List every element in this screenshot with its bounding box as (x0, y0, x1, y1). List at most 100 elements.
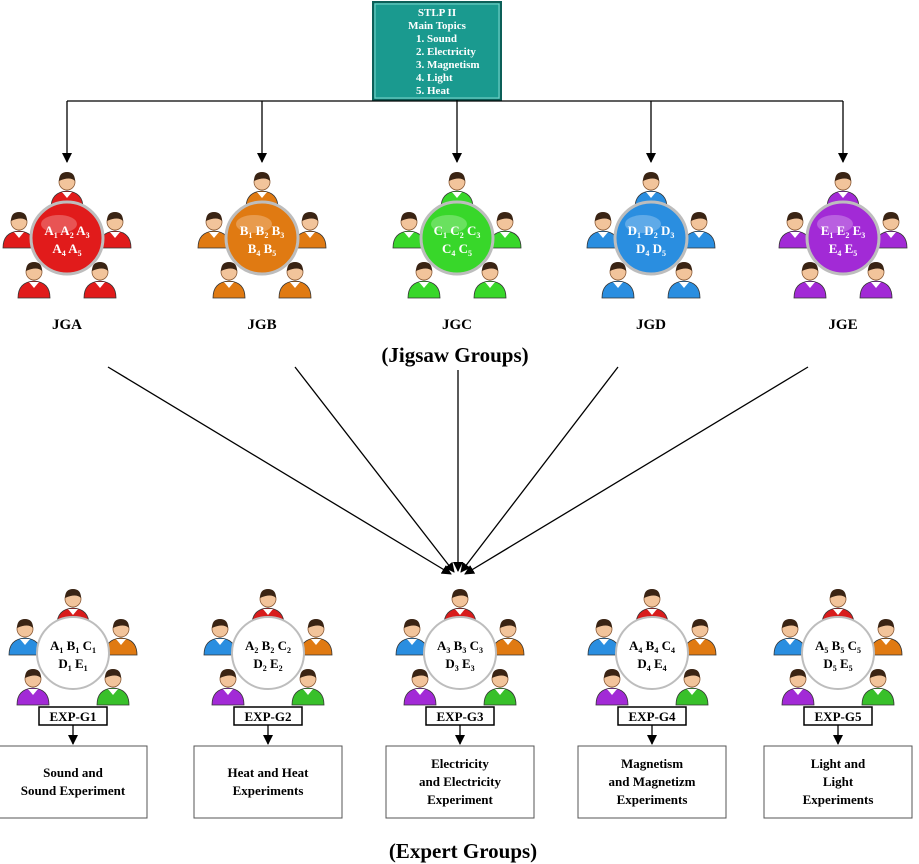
student-figure (491, 619, 525, 656)
student-figure (859, 262, 893, 299)
expert-members-row1: A5 B5 C5 (815, 638, 861, 655)
top-box-topic-2: 2. Electricity (416, 46, 476, 58)
expert-group-label: EXP-G2 (245, 709, 292, 724)
student-figure (211, 669, 245, 706)
topic-box (385, 745, 535, 819)
student-figure (793, 262, 827, 299)
expert-group-label: EXP-G3 (437, 709, 484, 724)
student-figure (601, 262, 635, 299)
student-figure (2, 212, 36, 249)
expert-group-label: EXP-G4 (629, 709, 676, 724)
student-figure (781, 669, 815, 706)
expert-circle (423, 616, 497, 690)
jigsaw-group-label: JGB (247, 317, 276, 333)
student-figure (299, 619, 333, 656)
circle-members-row2: D4 D5 (636, 241, 666, 258)
student-figure (17, 262, 51, 299)
group-circle (29, 200, 105, 276)
expert-members-row1: A3 B3 C3 (437, 638, 483, 655)
expert-members-row2: D3 E3 (445, 656, 474, 673)
expert-members-row2: D4 E4 (637, 656, 666, 673)
topic-text-line: Magnetism (621, 756, 683, 771)
topic-box (577, 745, 727, 819)
expert-members-row2: D2 E2 (253, 656, 282, 673)
topic-text-line: Sound Experiment (21, 783, 126, 798)
student-figure (104, 619, 138, 656)
jigsaw-group-label: JGC (442, 317, 472, 333)
topic-text-line: Sound and (43, 765, 103, 780)
expert-members-row2: D1 E1 (58, 656, 87, 673)
topic-text-line: Light and (811, 756, 866, 771)
topic-text-line: Experiment (427, 792, 493, 807)
group-circle (224, 200, 300, 276)
converging-arrows (107, 366, 809, 575)
expert-circle (36, 616, 110, 690)
student-figure (861, 669, 895, 706)
student-figure (293, 212, 327, 249)
circle-members-row1: E1 E2 E3 (821, 223, 866, 240)
student-figure (8, 619, 42, 656)
expert-circle (231, 616, 305, 690)
topic-text-line: Experiments (803, 792, 874, 807)
group-circle (613, 200, 689, 276)
main-topics-box: STLP II Main Topics 1. Sound 2. Electric… (372, 1, 502, 101)
top-box-topic-4: 4. Light (416, 72, 453, 84)
student-figure (83, 262, 117, 299)
topic-text-line: Light (823, 774, 854, 789)
student-figure (395, 619, 429, 656)
topic-box (193, 745, 343, 819)
student-figure (96, 669, 130, 706)
student-figure (874, 212, 908, 249)
expert-circle (615, 616, 689, 690)
circle-members-row1: C1 C2 C3 (434, 223, 481, 240)
topic-text-line: and Magnetizm (608, 774, 695, 789)
student-figure (16, 669, 50, 706)
jigsaw-group-label: JGD (636, 317, 666, 333)
expert-members-row1: A4 B4 C4 (629, 638, 675, 655)
expert-group-label: EXP-G5 (815, 709, 862, 724)
topic-text-line: Experiments (233, 783, 304, 798)
expert-group-label: EXP-G1 (50, 709, 97, 724)
student-figure (667, 262, 701, 299)
student-figure (682, 212, 716, 249)
student-figure (683, 619, 717, 656)
circle-members-row2: A4 A5 (52, 241, 81, 258)
expert-members-row1: A1 B1 C1 (50, 638, 96, 655)
top-box-topic-1: 1. Sound (416, 33, 457, 45)
topic-text-line: Experiments (617, 792, 688, 807)
topic-box (0, 745, 148, 819)
student-figure (440, 172, 474, 209)
student-figure (197, 212, 231, 249)
jigsaw-group-label: JGE (828, 317, 857, 333)
student-figure (291, 669, 325, 706)
student-figure (212, 262, 246, 299)
expert-circle (801, 616, 875, 690)
top-box-topic-5: 5. Heat (416, 85, 450, 97)
jigsaw-caption: (Jigsaw Groups) (381, 343, 528, 367)
student-figure (675, 669, 709, 706)
student-figure (595, 669, 629, 706)
student-figure (392, 212, 426, 249)
circle-members-row1: B1 B2 B3 (240, 223, 285, 240)
student-figure (488, 212, 522, 249)
topic-text-line: and Electricity (419, 774, 501, 789)
circle-members-row2: C4 C5 (442, 241, 472, 258)
student-figure (278, 262, 312, 299)
circle-members-row1: A1 A2 A3 (44, 223, 89, 240)
circle-members-row2: B4 B5 (248, 241, 277, 258)
student-figure (587, 619, 621, 656)
group-circle (805, 200, 881, 276)
student-figure (473, 262, 507, 299)
